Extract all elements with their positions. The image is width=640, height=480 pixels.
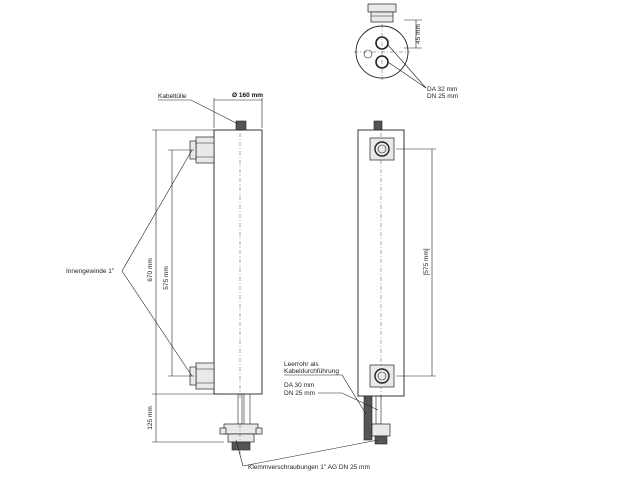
klemm-annotation: Klemmverschraubungen 1" AG DN 25 mm [235,439,379,471]
klemm-label: Klemmverschraubungen 1" AG DN 25 mm [248,464,370,471]
left-housing [213,129,263,395]
top-dn25-label: DN 25 mm [427,93,458,100]
side-view-right: [575 mm] Leerrohr als Kabeldurchführung … [284,120,436,445]
side-view-left: Ø 160 mm Kabeltülle 670 mm 575 mm 125 mm… [66,92,263,456]
left-bottom-fitting [223,423,259,435]
right-lower-port-icon [374,368,390,384]
leerrohr-label-line1: Leerrohr als [284,361,319,368]
top-fitting-nut [367,3,397,13]
conduit-pipe [363,395,373,441]
cable-gland [235,120,247,131]
dim-125-label: 125 mm [147,406,154,429]
dim-45-label: 45 mm [415,24,422,44]
kabeltuelle-label: Kabeltülle [158,93,187,100]
right-upper-port-icon [374,141,390,157]
leerrohr-label-line2: Kabeldurchführung [284,368,339,375]
diameter-label: Ø 160 mm [232,92,263,99]
dim-575-left-label: 575 mm [163,266,170,289]
dn25-mid-label: DN 25 mm [284,390,315,397]
da30-label: DA 30 mm [284,382,314,389]
dim-575-right-label: [575 mm] [423,248,430,275]
top-da32-label: DA 32 mm [427,86,457,93]
port-left-icon [363,49,373,59]
top-view: 45 mm DA 32 mm DN 25 mm [354,3,458,100]
dim-670-label: 670 mm [147,258,154,281]
innengewinde-label: Innengewinde 1" [66,268,115,275]
